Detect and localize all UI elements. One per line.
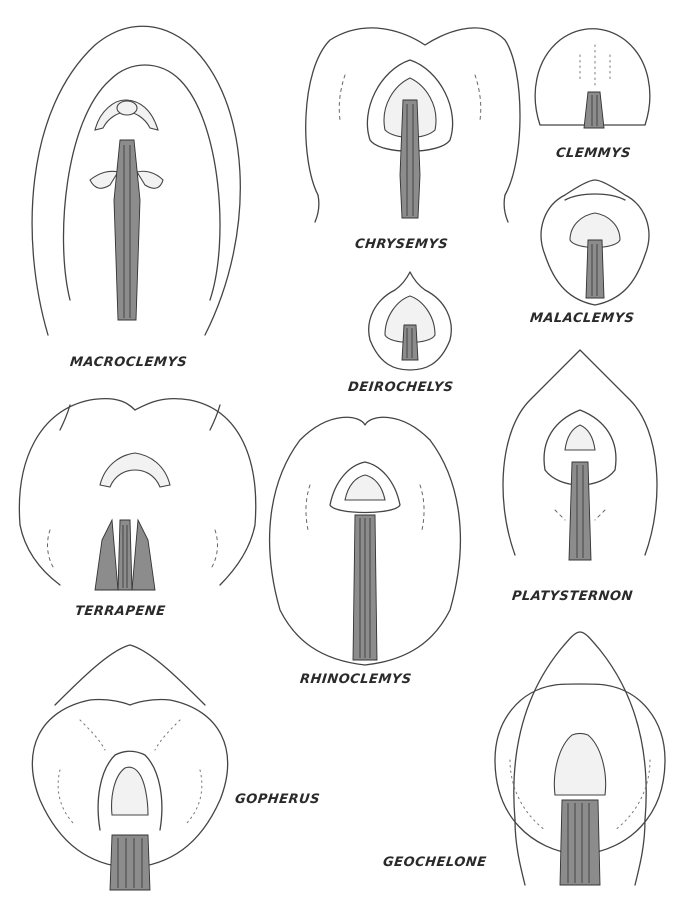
label-rhinoclemys: RHINOCLEMYS: [299, 672, 413, 687]
clemmys-tongue-drawing: [534, 28, 651, 129]
gopherus-tongue-drawing: [31, 644, 229, 891]
deirochelys-tongue-drawing: [368, 271, 452, 371]
label-clemmys: CLEMMYS: [555, 146, 632, 161]
label-macroclemys: MACROCLEMYS: [69, 355, 188, 370]
label-malaclemys: MALACLEMYS: [529, 311, 636, 326]
label-geochelone: GEOCHELONE: [382, 855, 488, 870]
label-platysternon: PLATYSTERNON: [511, 589, 634, 604]
label-deirochelys: DEIROCHELYS: [347, 380, 455, 395]
label-terrapene: TERRAPENE: [74, 604, 167, 619]
macroclemys-tongue-drawing: [31, 25, 241, 336]
label-chrysemys: CHRYSEMYS: [354, 237, 449, 252]
chrysemys-tongue-drawing: [305, 27, 521, 223]
geochelone-tongue-drawing: [494, 631, 666, 886]
rhinoclemys-tongue-drawing: [268, 416, 462, 666]
terrapene-tongue-drawing: [18, 398, 257, 591]
label-gopherus: GOPHERUS: [234, 792, 321, 807]
malaclemys-tongue-drawing: [540, 179, 650, 306]
platysternon-tongue-drawing: [502, 349, 658, 561]
